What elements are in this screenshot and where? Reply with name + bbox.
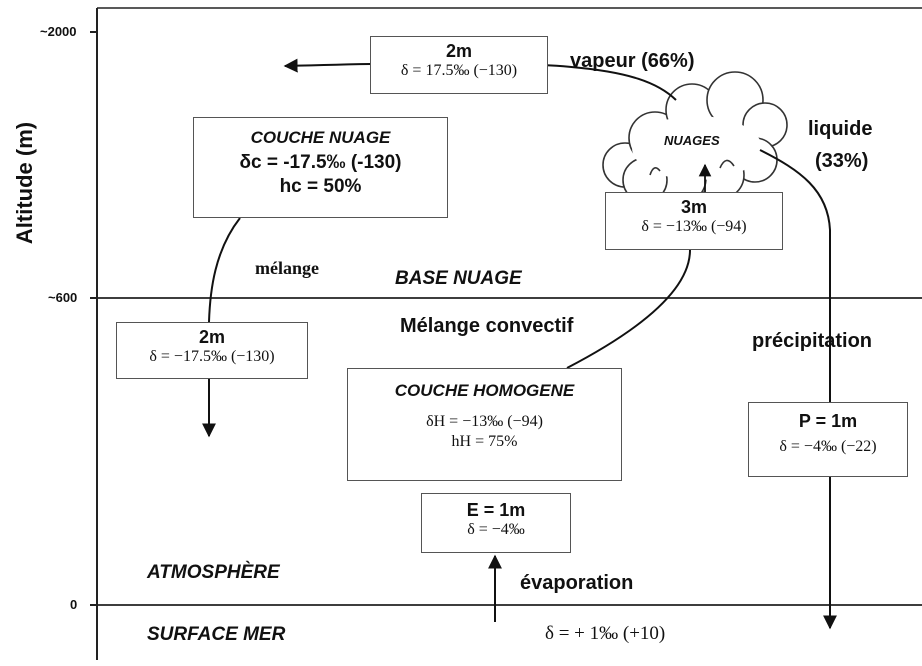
melange-curve [209, 218, 240, 322]
clouds-label: NUAGES [664, 133, 720, 148]
vapour-2m-delta: δ = 17.5‰ (−130) [371, 62, 547, 80]
sea-surface-delta: δ = + 1‰ (+10) [545, 623, 665, 645]
precipitation-box: P = 1m δ = −4‰ (−22) [748, 402, 908, 477]
liquid-label: liquide [808, 118, 872, 141]
vapour-2m-amount: 2m [371, 41, 547, 62]
evaporation-delta: δ = −4‰ [422, 521, 570, 539]
sea-surface-label: SURFACE MER [147, 624, 285, 646]
precipitation-amount: P = 1m [749, 411, 907, 432]
tick-label-0: 0 [70, 597, 77, 612]
precipitation-label: précipitation [752, 330, 872, 353]
convective-mixing-curve [567, 250, 690, 368]
homogeneous-layer-humidity: hH = 75% [348, 433, 621, 451]
tick-label-600: ~600 [48, 290, 77, 305]
homogeneous-layer-title: COUCHE HOMOGENE [348, 381, 621, 401]
melange-label: mélange [255, 258, 319, 279]
atmosphere-label: ATMOSPHÈRE [147, 562, 280, 584]
liquid-percent-label: (33%) [815, 150, 868, 173]
y-axis-label: Altitude (m) [12, 108, 38, 258]
homogeneous-layer-box: COUCHE HOMOGENE δH = −13‰ (−94) hH = 75% [347, 368, 622, 481]
tick-label-2000: ~2000 [40, 24, 77, 39]
convective-mixing-label: Mélange convectif [400, 315, 573, 338]
cloud-layer-title: COUCHE NUAGE [194, 128, 447, 148]
mixing-2m-delta: δ = −17.5‰ (−130) [117, 348, 307, 366]
cloud-3m-delta: δ = −13‰ (−94) [606, 218, 782, 236]
cloud-base-label: BASE NUAGE [395, 268, 522, 290]
precipitation-delta: δ = −4‰ (−22) [749, 438, 907, 456]
cloud-3m-amount: 3m [606, 197, 782, 218]
cloud-3m-box: 3m δ = −13‰ (−94) [605, 192, 783, 250]
evaporation-amount: E = 1m [422, 500, 570, 521]
cloud-layer-delta: δc = -17.5‰ (-130) [194, 152, 447, 174]
evaporation-box: E = 1m δ = −4‰ [421, 493, 571, 553]
cloud-layer-humidity: hc = 50% [194, 176, 447, 198]
mixing-2m-box: 2m δ = −17.5‰ (−130) [116, 322, 308, 379]
homogeneous-layer-delta: δH = −13‰ (−94) [348, 413, 621, 431]
cloud-layer-box: COUCHE NUAGE δc = -17.5‰ (-130) hc = 50% [193, 117, 448, 218]
vapour-label: vapeur (66%) [570, 50, 695, 73]
evaporation-label: évaporation [520, 572, 633, 595]
mixing-2m-amount: 2m [117, 327, 307, 348]
vapour-2m-box: 2m δ = 17.5‰ (−130) [370, 36, 548, 94]
